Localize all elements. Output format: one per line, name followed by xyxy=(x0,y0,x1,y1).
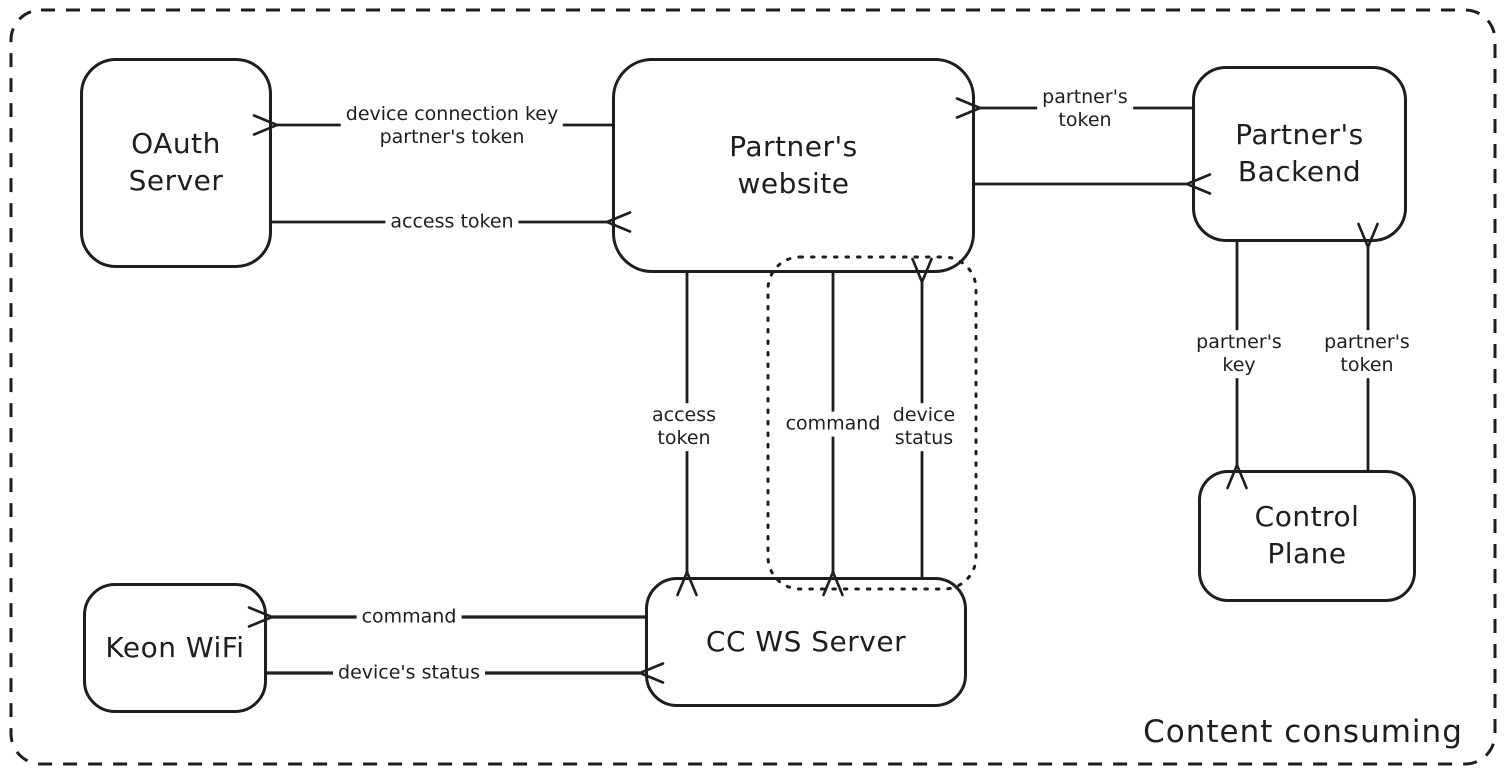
node-oauth-server-label-line1: OAuth xyxy=(131,127,221,161)
edge-label-line: command xyxy=(361,605,457,628)
edge-label-devices-status: device's status xyxy=(333,660,485,686)
edge-label-line: access token xyxy=(390,210,514,233)
edge-label-line: partner's xyxy=(1196,331,1282,354)
node-oauth-server: OAuth Server xyxy=(80,58,272,268)
edge-label-line: partner's token xyxy=(379,126,525,148)
node-partners-backend-label-line2: Backend xyxy=(1237,155,1362,188)
group-label-content-consuming: Content consuming xyxy=(1143,714,1463,750)
edge-label-partners-key: partner's key xyxy=(1191,330,1287,378)
node-partners-backend: Partner's Backend xyxy=(1192,66,1407,242)
edge-label-line: partner's xyxy=(1042,86,1128,109)
edge-label-line: partner's xyxy=(1324,331,1410,354)
node-control-plane-label-line2: Plane xyxy=(1267,537,1347,570)
node-control-plane-label-line1: Control xyxy=(1254,500,1360,534)
node-keon-wifi: Keon WiFi xyxy=(83,583,267,713)
node-partners-website-label-line1: Partner's xyxy=(729,129,858,163)
node-oauth-server-label-line2: Server xyxy=(128,164,224,197)
edge-label-line: device's status xyxy=(338,661,480,684)
edge-label-line: token xyxy=(657,427,711,449)
node-cc-ws-server: CC WS Server xyxy=(645,577,967,707)
node-partners-backend-label-line1: Partner's xyxy=(1235,118,1364,152)
edge-label-partners-token-right: partner's token xyxy=(1319,330,1415,378)
edge-label-line: command xyxy=(785,412,881,435)
node-partners-website-label-line2: website xyxy=(737,166,850,200)
node-partners-website: Partner's website xyxy=(612,58,975,273)
node-cc-ws-server-label: CC WS Server xyxy=(705,624,907,658)
edge-label-line: status xyxy=(894,427,954,449)
edge-label-command-horizontal: command xyxy=(356,604,462,630)
node-keon-wifi-label: Keon WiFi xyxy=(105,630,245,664)
edge-label-partners-token: partner's token xyxy=(1037,85,1133,133)
edge-label-line: device connection key xyxy=(345,103,559,126)
node-control-plane: Control Plane xyxy=(1198,470,1416,602)
edge-label-command-vertical: command xyxy=(780,411,886,437)
edge-label-line: access xyxy=(651,404,717,427)
edge-label-access-token: access token xyxy=(385,209,519,235)
edge-label-line: device xyxy=(892,404,956,427)
edge-label-device-status: device status xyxy=(887,403,961,451)
edge-label-line: key xyxy=(1222,354,1256,376)
edge-label-device-connection-key: device connection key partner's token xyxy=(340,102,564,150)
edge-label-access-token-vertical: access token xyxy=(646,403,722,451)
edge-label-line: token xyxy=(1340,354,1394,376)
edge-label-line: token xyxy=(1058,109,1112,131)
